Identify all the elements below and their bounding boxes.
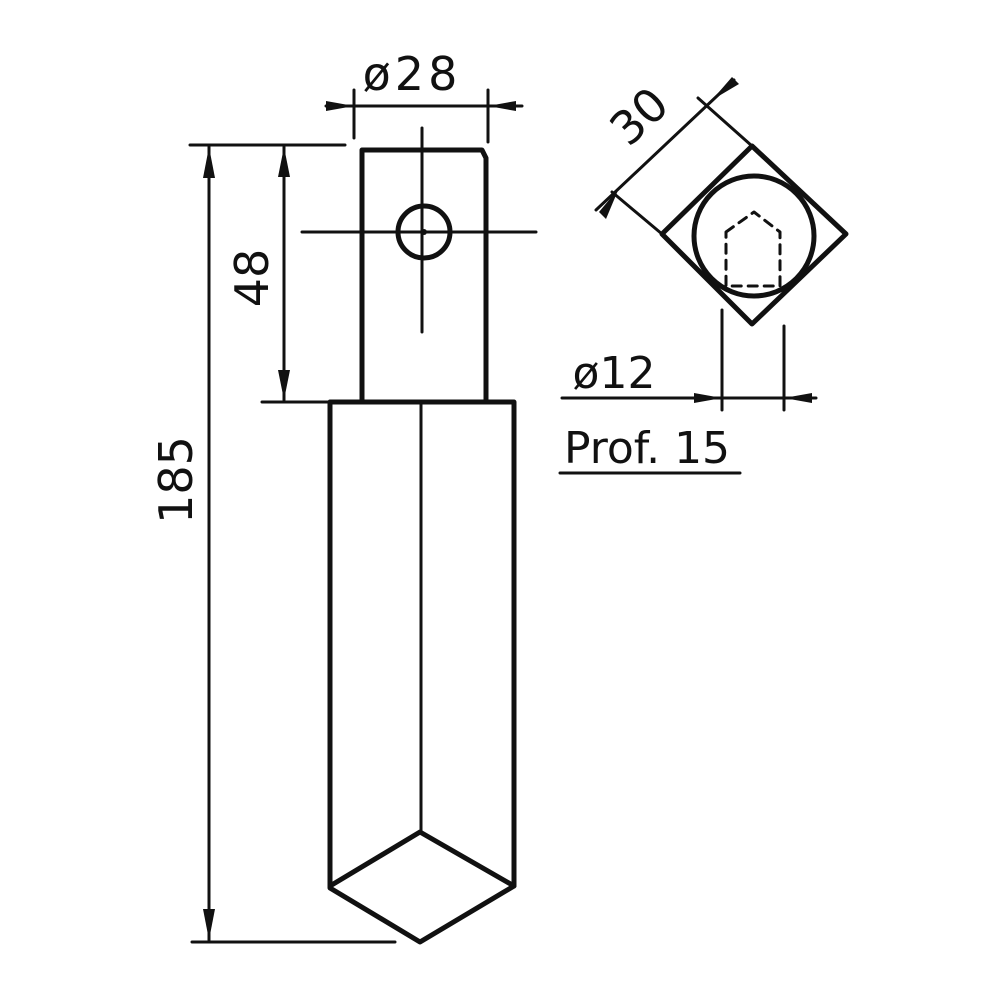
arrow-head-30-left (599, 188, 619, 219)
arrow-head-48-top (278, 147, 290, 177)
label-phi-12: ø12 (573, 348, 656, 399)
arrow-head-48-bottom (278, 370, 290, 400)
end-view (659, 143, 849, 327)
label-48: 48 (225, 249, 279, 308)
arrow-head-30-right (712, 77, 739, 100)
dimension-overall-length: 185 (149, 143, 397, 944)
tang-outline (359, 147, 489, 403)
dimension-line-30 (594, 78, 736, 212)
extension-line-30-left (610, 190, 664, 236)
side-view (300, 126, 538, 945)
label-prof-15: Prof. 15 (564, 423, 730, 474)
dimension-top-section: 48 (225, 145, 330, 404)
label-185: 185 (149, 436, 203, 524)
arrow-head-28-right (488, 101, 516, 111)
arrow-head-12-left (694, 393, 722, 403)
shank-point-upper-edges (327, 829, 517, 889)
end-view-square (659, 143, 849, 327)
bore-hidden-lines (724, 210, 782, 288)
dimension-bore: ø12 Prof. 15 (558, 308, 818, 475)
arrow-head-28-left (326, 101, 354, 111)
label-phi-28: ø28 (363, 47, 462, 101)
arrow-head-top (203, 147, 215, 178)
arrow-head-bottom (203, 909, 215, 940)
dimension-top-width: ø28 (324, 47, 524, 144)
dimension-square-side: 30 (594, 77, 754, 236)
arrow-head-12-right (784, 393, 812, 403)
shank-outline (327, 399, 517, 945)
end-view-circle (691, 173, 817, 299)
